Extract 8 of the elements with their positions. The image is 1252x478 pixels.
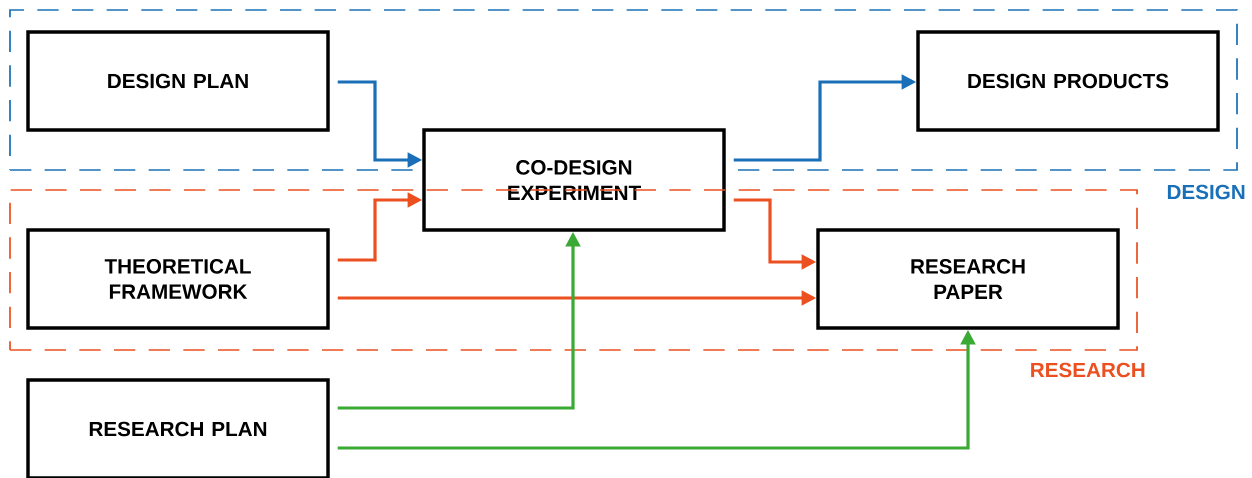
group-label: DESIGN	[1167, 184, 1245, 200]
process-box: THEORETICAL FRAMEWORK	[26, 228, 330, 330]
process-box: CO-DESIGN EXPERIMENT	[422, 128, 726, 232]
group-label: RESEARCH	[1031, 362, 1145, 378]
process-box: RESEARCH PAPER	[816, 228, 1120, 330]
process-box: RESEARCH PLAN	[26, 378, 330, 478]
process-box: DESIGN PLAN	[26, 30, 330, 132]
process-box: DESIGN PRODUCTS	[916, 30, 1220, 132]
